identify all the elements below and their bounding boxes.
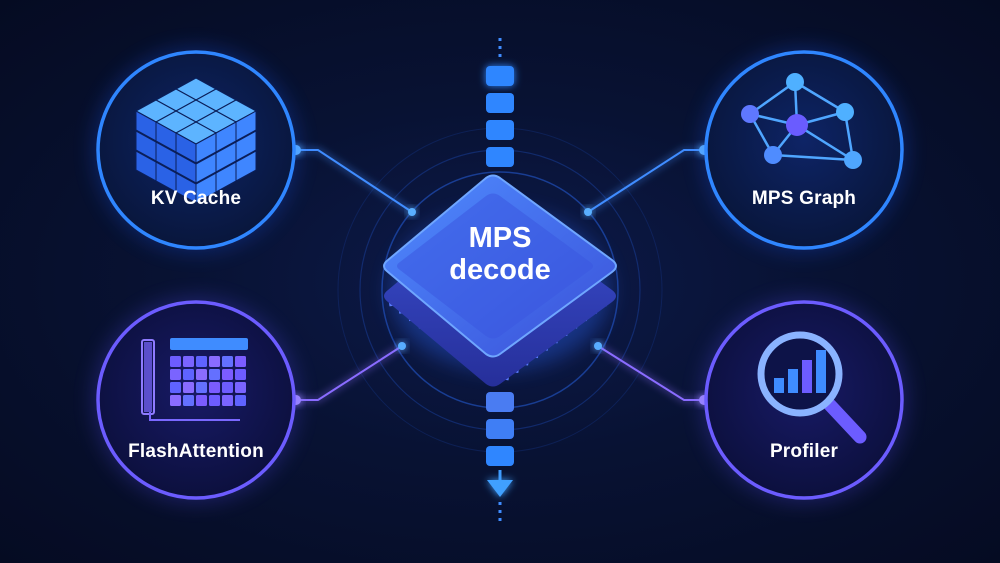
- arrow-down-icon: [487, 480, 513, 497]
- chip: [383, 174, 617, 387]
- node-label-profiler: Profiler: [769, 441, 839, 462]
- data-stream: [486, 38, 514, 526]
- node-label-mps-graph: MPS Graph: [751, 188, 857, 209]
- network-graph-icon: [741, 73, 862, 169]
- connectors: [296, 149, 704, 401]
- chip-title-line2: decode: [449, 254, 551, 286]
- magnifier-chart-icon: [757, 331, 867, 444]
- cube-grid-icon: [134, 77, 258, 204]
- chip-title-line1: MPS: [468, 222, 532, 254]
- node-label-kv-cache: KV Cache: [150, 188, 242, 209]
- node-mps-graph: [701, 47, 907, 253]
- attention-matrix-icon: [141, 338, 248, 421]
- node-label-flash-attention: FlashAttention: [128, 441, 264, 462]
